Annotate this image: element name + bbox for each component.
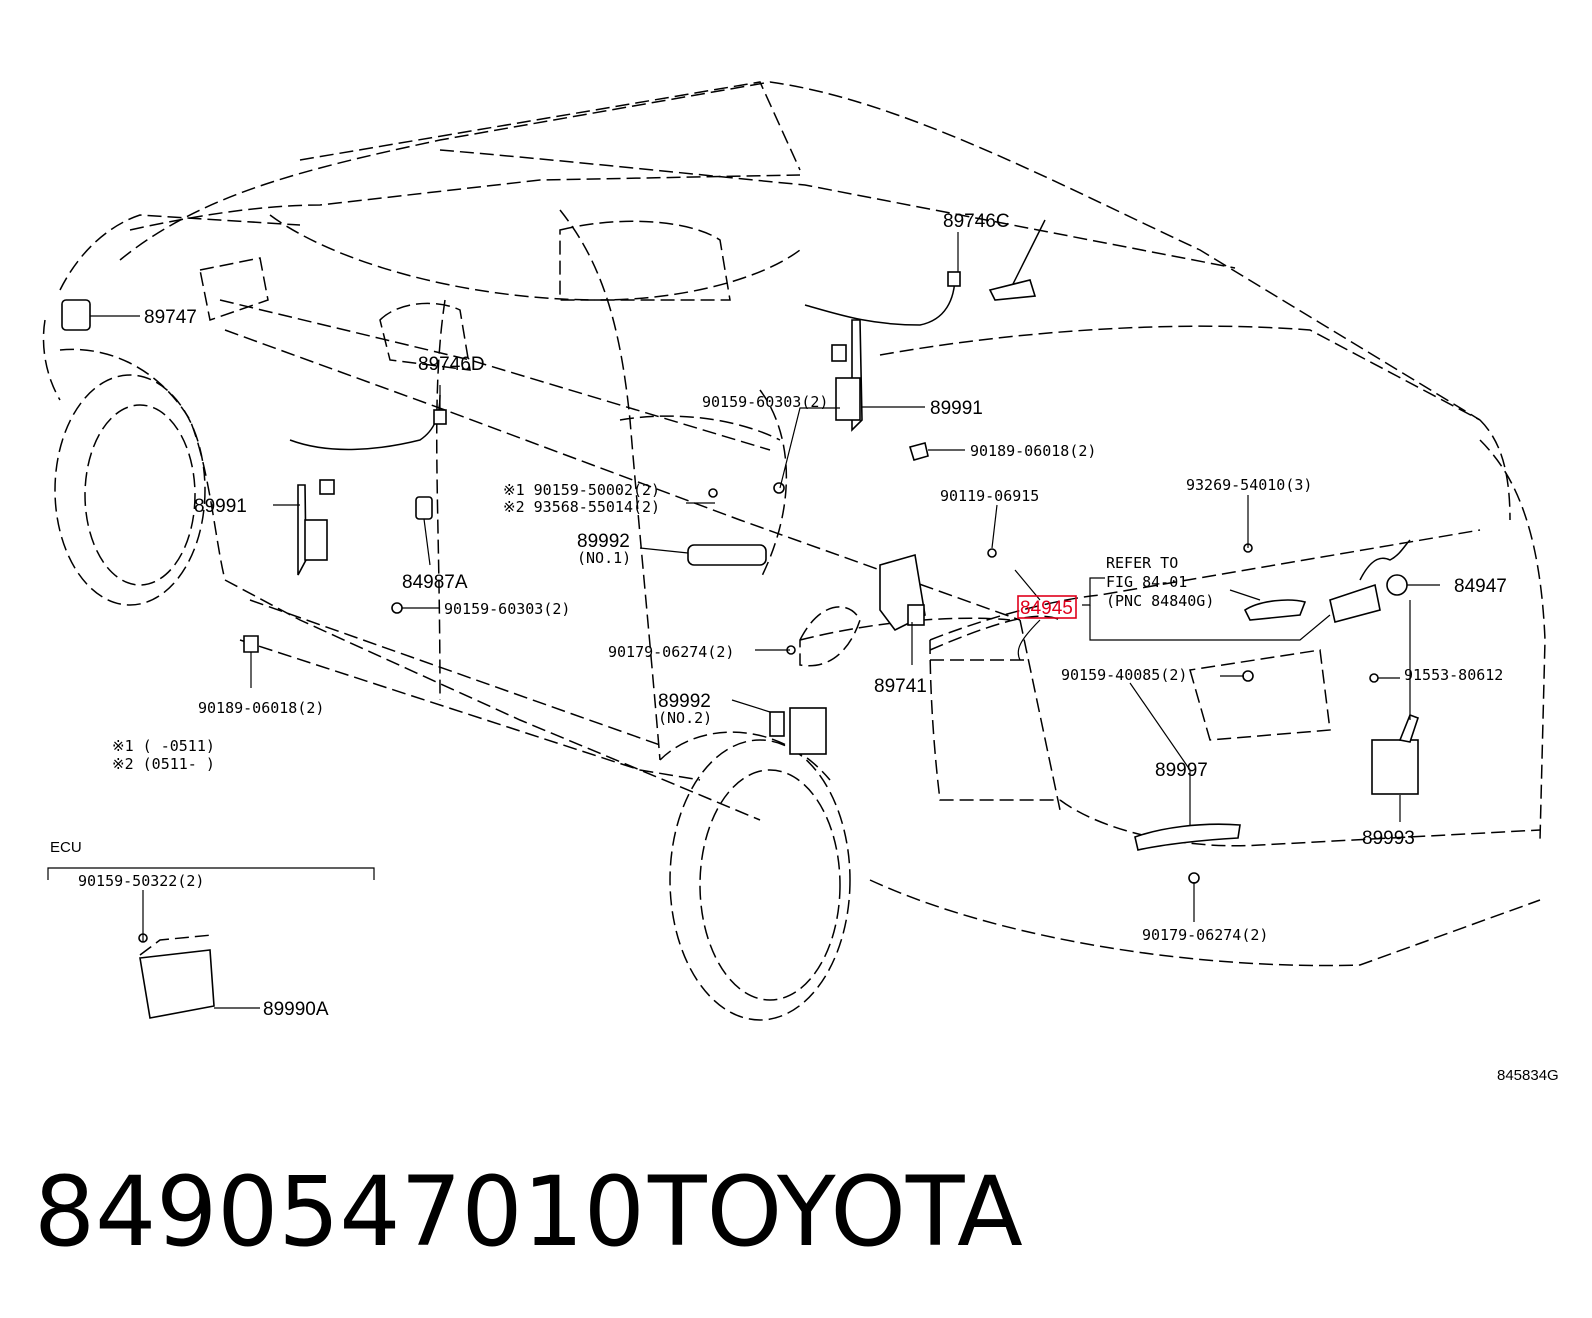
label-89747: 89747: [144, 307, 197, 328]
label-90119-06915: 90119-06915: [940, 487, 1039, 505]
label-90189-06018-right: 90189-06018(2): [970, 442, 1096, 460]
label-ecu: ECU: [50, 839, 82, 856]
module-89993-icon: [1371, 739, 1419, 795]
label-84945: 84945: [1020, 598, 1073, 619]
handle-84840g-icon: [1243, 599, 1307, 621]
leader-lines: [47, 232, 1440, 1009]
label-90179-06274-lower: 90179-06274(2): [1142, 926, 1268, 944]
screw-90119-06915-icon: [987, 548, 997, 558]
label-90179-06274-upper: 90179-06274(2): [608, 643, 734, 661]
label-note-2: ※2 (0511- ): [112, 755, 215, 773]
label-90159-40085: 90159-40085(2): [1061, 666, 1187, 684]
ecu-bracket-icon: [139, 934, 213, 956]
bracket-89993-icon: [1398, 713, 1420, 743]
label-89741: 89741: [874, 676, 927, 697]
part-number: 8490547010: [34, 1156, 645, 1268]
sensor-89991-right-icon: [835, 377, 861, 421]
brand-name: TOYOTA: [647, 1156, 1023, 1268]
label-89992-no1-sub: (NO.1): [577, 549, 631, 567]
label-84947: 84947: [1454, 576, 1507, 597]
label-89991-right: 89991: [930, 398, 983, 419]
bolt-90159-50002-icon: [708, 488, 718, 498]
label-89992-no2-sub: (NO.2): [658, 709, 712, 727]
label-89992-no1: 89992: [577, 531, 630, 552]
sensor-89991-left-icon: [304, 519, 328, 561]
label-refer-fig: FIG 84-01: [1106, 573, 1187, 591]
label-91553-80612: 91553-80612: [1404, 666, 1503, 684]
connector-left-icon: [319, 479, 335, 495]
bolt-91553-80612-icon: [1369, 673, 1379, 683]
label-89990a: 89990A: [263, 999, 329, 1020]
label-refer-to: REFER TO: [1106, 554, 1178, 572]
module-89992-no1-icon: [687, 544, 767, 566]
diagram-code: 845834G: [1497, 1067, 1559, 1084]
bolt-90159-60303-right-icon: [773, 482, 785, 494]
clip-90179-06274-lower-icon: [1188, 872, 1200, 884]
label-90159-50002: ※1 90159-50002(2): [503, 481, 660, 499]
rod-icon: [1359, 539, 1411, 581]
connector-89741-icon: [907, 604, 925, 626]
switch-84947-icon: [1386, 574, 1408, 596]
part-labels: 89747 89746D 89746C 89991 89991 84987A 9…: [50, 211, 1559, 1084]
label-89993: 89993: [1362, 828, 1415, 849]
label-84987a: 84987A: [402, 572, 468, 593]
lock-cylinder-icon: [1329, 583, 1381, 623]
module-89992-no2-icon: [789, 707, 827, 755]
bolt-90159-60303-icon: [391, 602, 403, 614]
wire-89746c-icon: [804, 274, 956, 326]
clip-90189-06018-left-icon: [243, 635, 259, 653]
label-93568-55014: ※2 93568-55014(2): [503, 498, 660, 516]
ecu-89990a-icon: [139, 949, 215, 1019]
label-90159-60303-right: 90159-60303(2): [702, 393, 828, 411]
clip-90189-06018-right-icon: [908, 442, 929, 461]
connector-right-icon: [831, 344, 847, 362]
connector-89746d-icon: [433, 409, 447, 425]
sensor-89997-icon: [1134, 823, 1241, 851]
label-89991-left: 89991: [194, 496, 247, 517]
label-90159-50322: 90159-50322(2): [78, 872, 204, 890]
connector-89746c-icon: [947, 271, 961, 287]
highlight-84945: [1017, 595, 1077, 619]
bracket-89992-no2-icon: [769, 711, 785, 737]
label-refer-pnc: (PNC 84840G): [1106, 592, 1214, 610]
part-shapes: [61, 271, 1420, 1019]
label-90189-06018-left: 90189-06018(2): [198, 699, 324, 717]
label-89997: 89997: [1155, 760, 1208, 781]
label-89746c: 89746C: [943, 211, 1010, 232]
switch-84987a-icon: [415, 496, 433, 520]
label-93269-54010: 93269-54010(3): [1186, 476, 1312, 494]
car-outline: [42, 81, 1546, 1021]
sensor-89747-icon: [61, 299, 91, 331]
bolt-90159-40085-icon: [1242, 670, 1254, 682]
label-89992-no2: 89992: [658, 691, 711, 712]
label-90159-60303-left: 90159-60303(2): [444, 600, 570, 618]
label-89746d: 89746D: [418, 354, 485, 375]
label-note-1: ※1 ( -0511): [112, 737, 215, 755]
wire-89746d-icon: [289, 394, 441, 451]
